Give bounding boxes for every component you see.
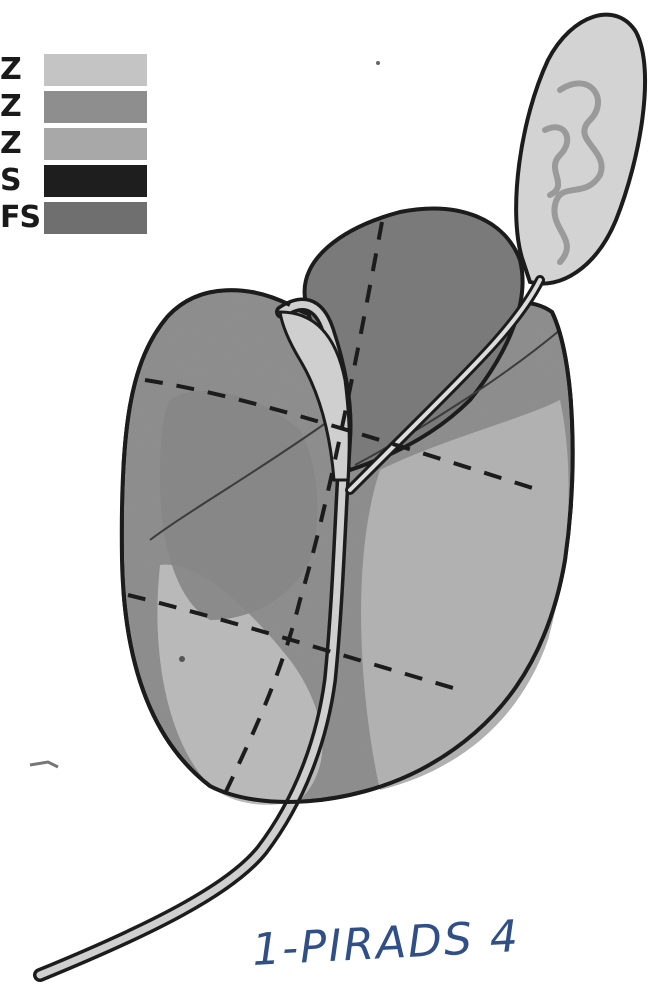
seminal-vesicle xyxy=(516,15,645,284)
speck xyxy=(376,61,380,65)
speck xyxy=(30,762,58,767)
speck xyxy=(179,656,185,662)
